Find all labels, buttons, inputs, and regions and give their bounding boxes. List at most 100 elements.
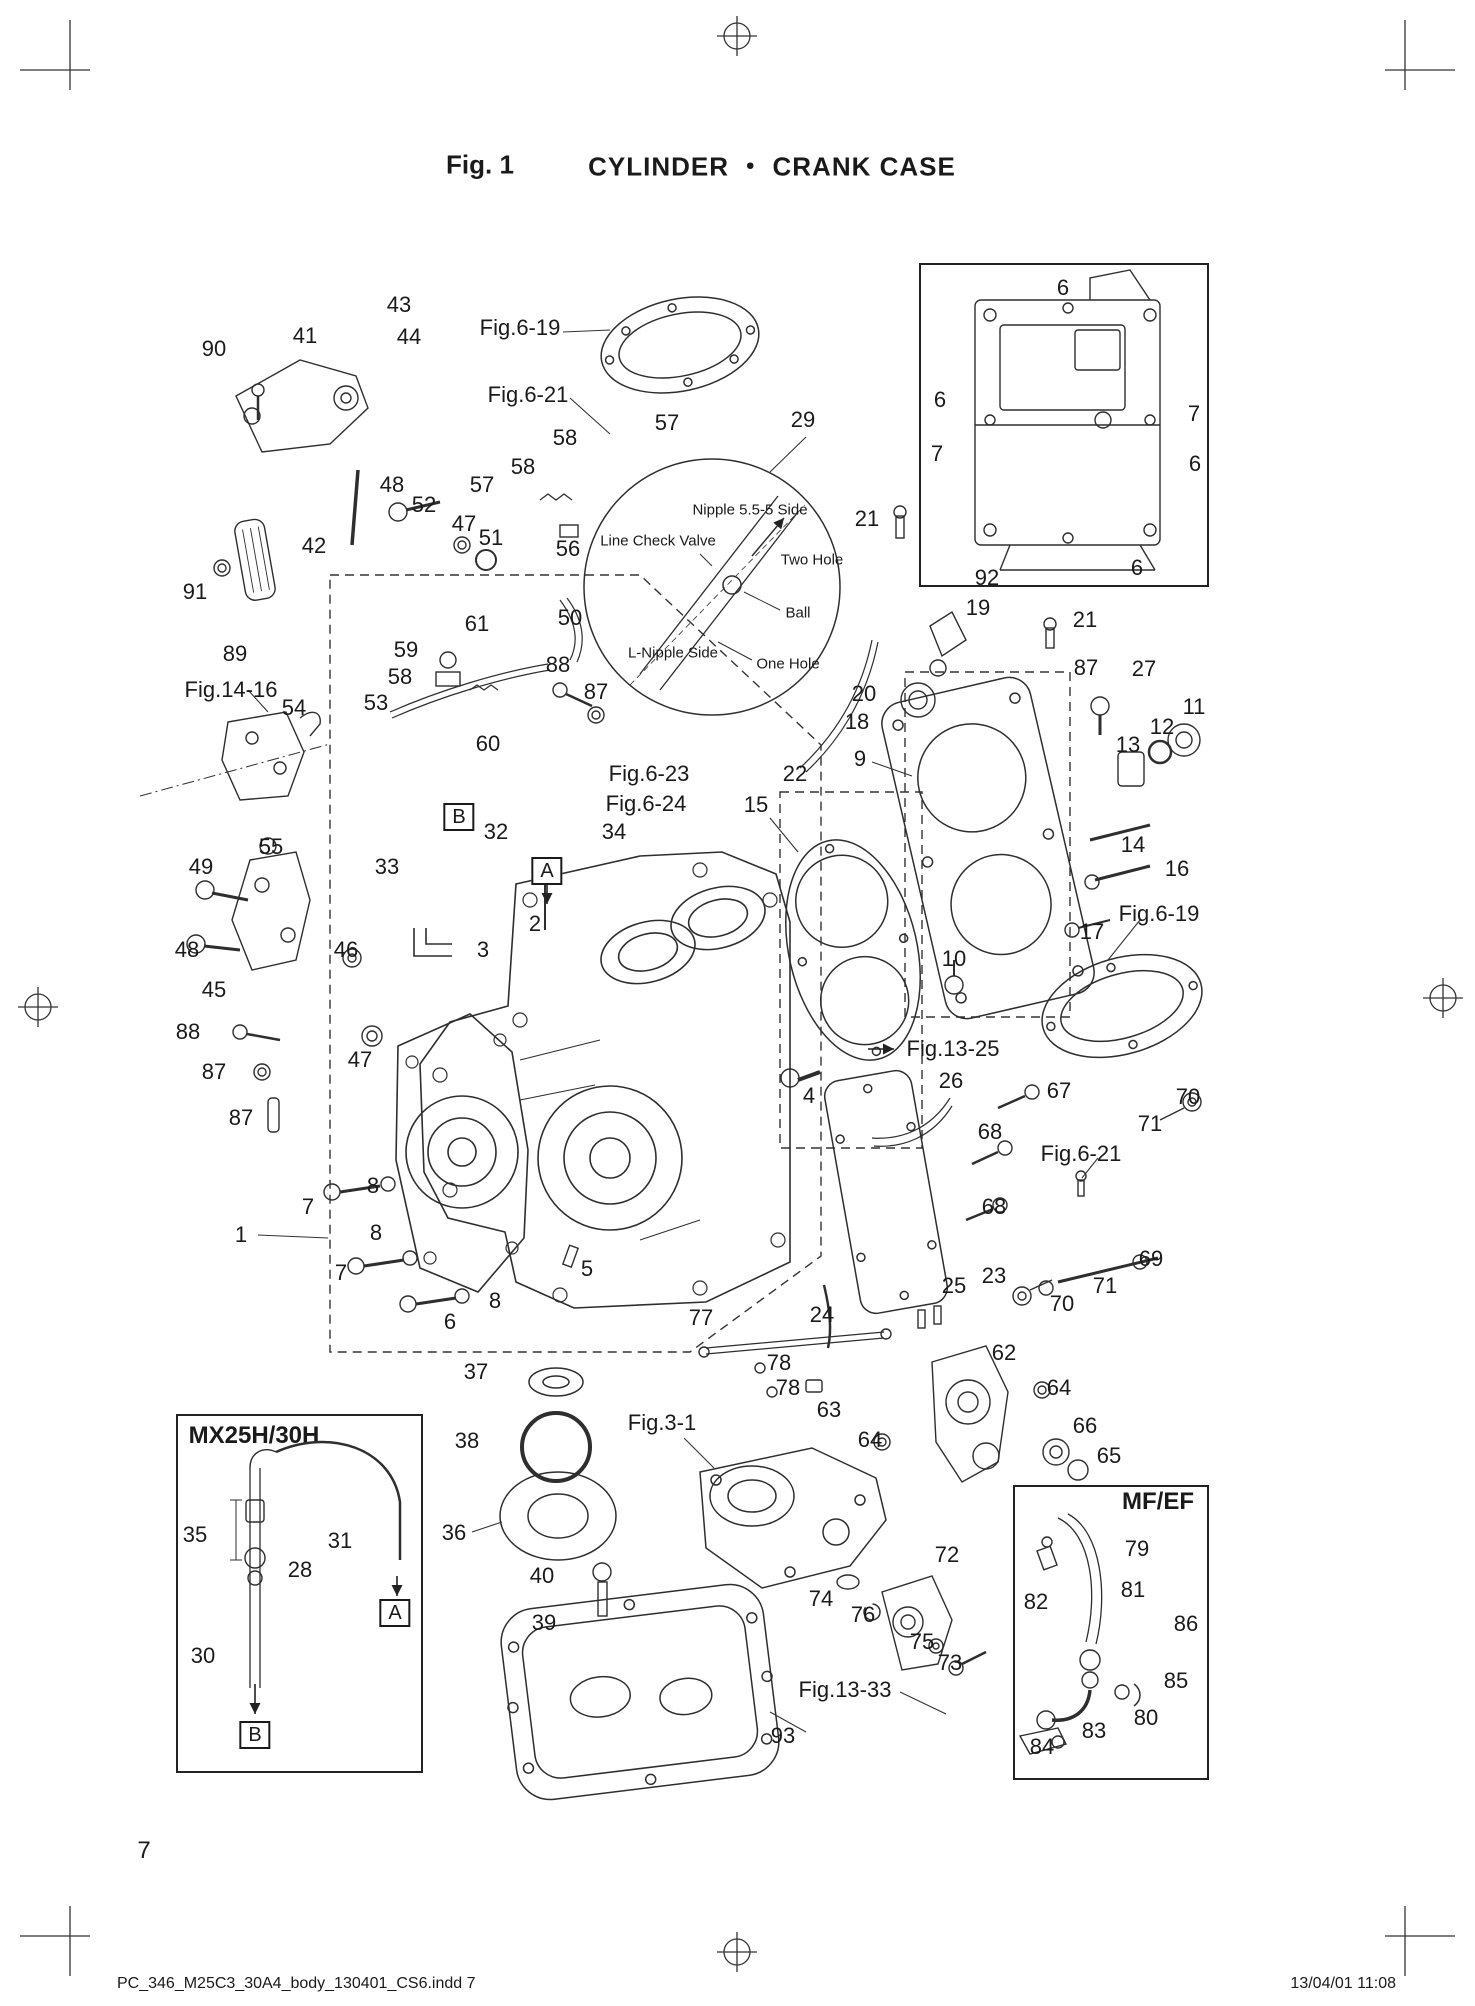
part-callout: 1	[234, 1222, 248, 1247]
part-callout: 27	[1131, 656, 1157, 681]
figure-reference: Fig.6-19	[1118, 901, 1200, 926]
detail-label: One Hole	[756, 655, 820, 673]
part-callout: 78	[766, 1350, 792, 1375]
part-callout: 77	[688, 1305, 714, 1330]
part-callout: 48	[379, 472, 405, 497]
part-callout: 71	[1092, 1273, 1118, 1298]
part-callout: 85	[1163, 1668, 1189, 1693]
figure-reference: Fig.6-21	[487, 382, 569, 407]
part-callout: 87	[201, 1059, 227, 1084]
part-callout: 34	[601, 819, 627, 844]
part-callout: 69	[1138, 1246, 1164, 1271]
part-callout: 21	[854, 506, 880, 531]
part-callout: 60	[475, 731, 501, 756]
view-marker: B	[239, 1721, 271, 1749]
part-callout: 10	[941, 946, 967, 971]
part-callout: 55	[258, 834, 284, 859]
part-callout: 16	[1164, 856, 1190, 881]
part-callout: 53	[363, 690, 389, 715]
part-callout: 58	[387, 664, 413, 689]
view-marker: A	[531, 857, 563, 885]
part-callout: 14	[1120, 832, 1146, 857]
part-callout: 51	[478, 525, 504, 550]
part-callout: 33	[374, 854, 400, 879]
crankcase-drawing	[395, 851, 791, 1309]
view-marker: A	[379, 1599, 411, 1627]
part-callout: 31	[327, 1528, 353, 1553]
mx25h-inset-drawing	[230, 1440, 402, 1688]
part-callout: 39	[531, 1610, 557, 1635]
cylinder-block-drawing	[974, 269, 1161, 571]
detail-label: Two Hole	[780, 551, 844, 569]
gaskets-and-head-drawing	[499, 296, 1203, 1801]
mfef-inset-drawing	[1018, 1513, 1141, 1755]
part-callout: 71	[1137, 1111, 1163, 1136]
part-callout: 40	[529, 1563, 555, 1588]
part-callout: 6	[1056, 275, 1070, 300]
part-callout: 70	[1175, 1084, 1201, 1109]
part-callout: 25	[941, 1273, 967, 1298]
figure-reference: Fig.13-33	[798, 1677, 892, 1702]
figure-reference: Fig.13-25	[906, 1036, 1000, 1061]
part-callout: 88	[545, 652, 571, 677]
part-callout: 43	[386, 292, 412, 317]
part-callout: 90	[201, 336, 227, 361]
check-valve-detail-circle	[583, 458, 841, 716]
part-callout: 74	[808, 1586, 834, 1611]
detail-label: Ball	[785, 604, 811, 622]
part-callout: 64	[857, 1427, 883, 1452]
figure-reference: Fig.6-19	[479, 315, 561, 340]
part-callout: 21	[1072, 607, 1098, 632]
part-callout: 81	[1120, 1577, 1146, 1602]
part-callout: 89	[222, 641, 248, 666]
part-callout: 12	[1149, 714, 1175, 739]
part-callout: 45	[201, 977, 227, 1002]
part-callout: 38	[454, 1428, 480, 1453]
figure-reference: Fig.6-24	[605, 791, 687, 816]
part-callout: 15	[743, 792, 769, 817]
part-callout: 3	[476, 937, 490, 962]
part-callout: 7	[930, 441, 944, 466]
page-number: 7	[137, 1837, 151, 1864]
part-callout: 62	[991, 1340, 1017, 1365]
part-callout: 17	[1079, 919, 1105, 944]
figure-reference: Fig.14-16	[184, 677, 278, 702]
part-callout: 47	[347, 1047, 373, 1072]
part-callout: 13	[1115, 732, 1141, 757]
part-callout: 58	[510, 454, 536, 479]
part-callout: 11	[1182, 694, 1206, 719]
part-callout: 7	[334, 1260, 348, 1285]
part-callout: 70	[1049, 1291, 1075, 1316]
part-callout: 87	[228, 1105, 254, 1130]
part-callout: 92	[974, 565, 1000, 590]
part-callout: 4	[802, 1083, 816, 1108]
mfef-inset-box	[1013, 1485, 1209, 1780]
part-callout: 41	[292, 323, 318, 348]
part-callout: 56	[555, 536, 581, 561]
figure-title: CYLINDER ・ CRANK CASE	[588, 151, 956, 182]
part-callout: 8	[369, 1220, 383, 1245]
dashed-group-boxes	[329, 574, 1071, 1353]
part-callout: 7	[1187, 401, 1201, 426]
part-callout: 54	[281, 695, 307, 720]
part-callout: 59	[393, 637, 419, 662]
part-callout: 5	[580, 1256, 594, 1281]
figure-reference: Fig.3-1	[627, 1410, 697, 1435]
part-callout: 37	[463, 1359, 489, 1384]
part-callout: 68	[981, 1194, 1007, 1219]
part-callout: 83	[1081, 1718, 1107, 1743]
part-callout: 46	[333, 937, 359, 962]
part-callout: 58	[552, 425, 578, 450]
part-callout: 42	[301, 533, 327, 558]
part-callout: 6	[933, 387, 947, 412]
part-callout: 78	[775, 1375, 801, 1400]
part-callout: 6	[1188, 451, 1202, 476]
part-callout: 7	[301, 1194, 315, 1219]
registration-marks	[18, 16, 1463, 1976]
part-callout: 48	[174, 937, 200, 962]
part-callout: 86	[1173, 1611, 1199, 1636]
part-callout: 18	[844, 709, 870, 734]
part-callout: 2	[528, 911, 542, 936]
part-callout: 30	[190, 1643, 216, 1668]
